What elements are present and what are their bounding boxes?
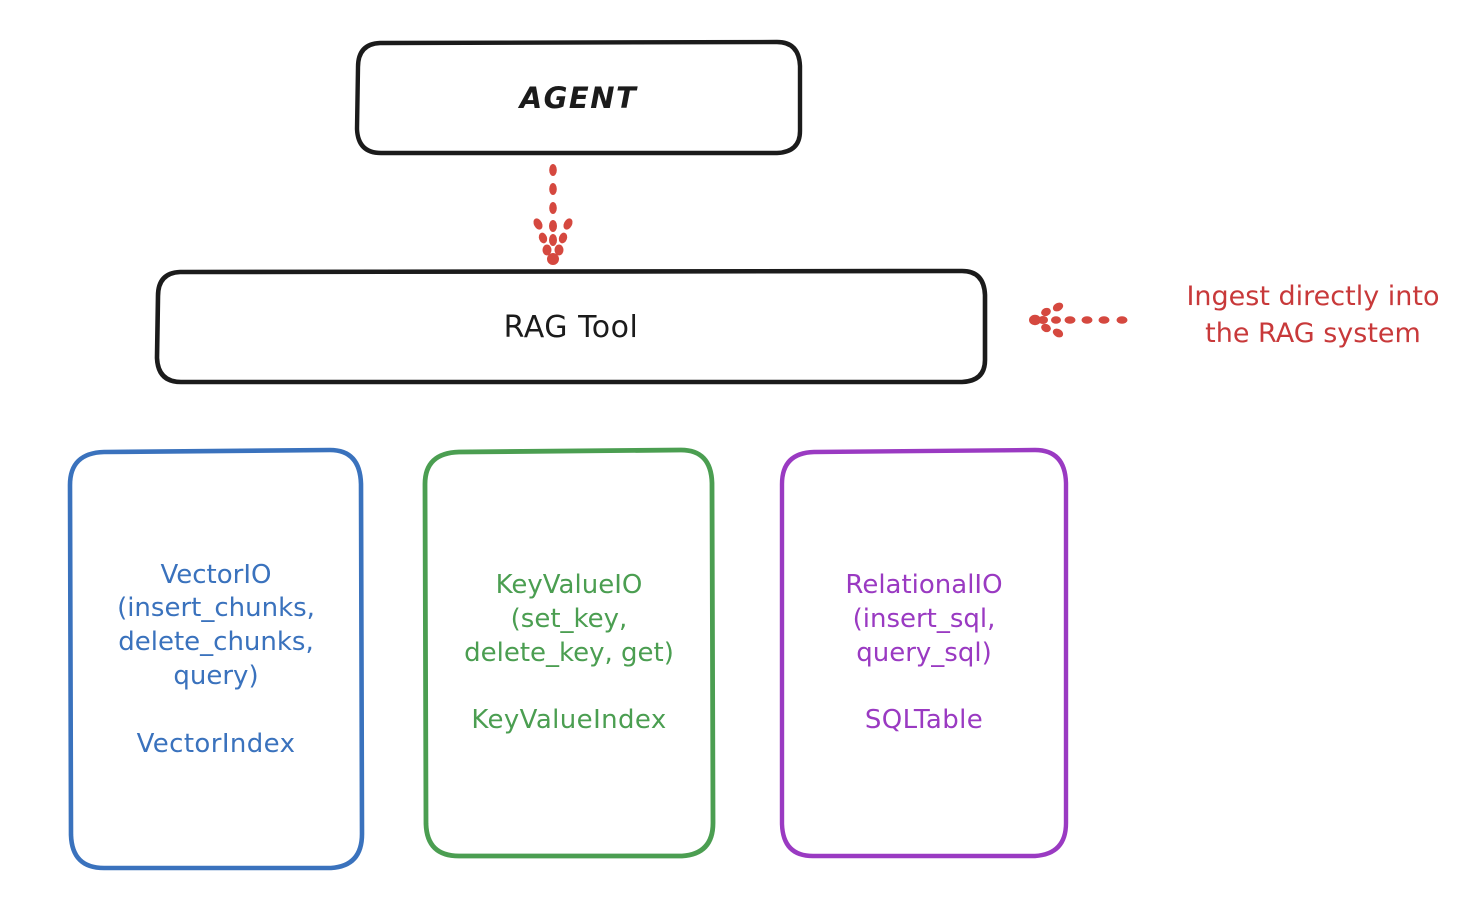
node-rag-tool-label: RAG Tool	[503, 309, 639, 345]
relational-io-content: RelationalIO (insert_sql, query_sql) SQL…	[845, 569, 1002, 738]
key-value-io-index-label: KeyValueIndex	[471, 705, 667, 736]
key-value-io-interface-label: KeyValueIO (set_key, delete_key, get)	[464, 569, 674, 668]
relational-io-interface-label: RelationalIO (insert_sql, query_sql)	[845, 569, 1003, 668]
node-rag-tool[interactable]: RAG Tool	[157, 271, 985, 383]
key-value-io-content: KeyValueIO (set_key, delete_key, get) Ke…	[464, 569, 674, 738]
relational-io-box-outline	[779, 447, 1069, 859]
node-vector-io[interactable]: VectorIO (insert_chunks, delete_chunks, …	[70, 450, 362, 870]
node-agent[interactable]: AGENT	[357, 42, 800, 154]
ingest-annotation-text: Ingest directly into the RAG system	[1186, 281, 1440, 350]
key-value-io-box-outline	[422, 447, 716, 859]
node-agent-label: AGENT	[519, 81, 638, 115]
vector-io-box-outline	[67, 447, 365, 871]
relational-io-index-label: SQLTable	[864, 705, 984, 736]
vector-io-index-label: VectorIndex	[136, 728, 296, 759]
agent-to-rag-arrow	[533, 164, 573, 265]
vector-io-content: VectorIO (insert_chunks, delete_chunks, …	[117, 559, 315, 762]
ingest-to-rag-arrow	[1029, 302, 1128, 338]
node-relational-io[interactable]: RelationalIO (insert_sql, query_sql) SQL…	[782, 450, 1066, 857]
node-key-value-io[interactable]: KeyValueIO (set_key, delete_key, get) Ke…	[425, 450, 713, 857]
rag-tool-box-outline	[154, 268, 988, 385]
vector-io-interface-label: VectorIO (insert_chunks, delete_chunks, …	[117, 559, 315, 691]
agent-box-outline	[354, 39, 803, 156]
